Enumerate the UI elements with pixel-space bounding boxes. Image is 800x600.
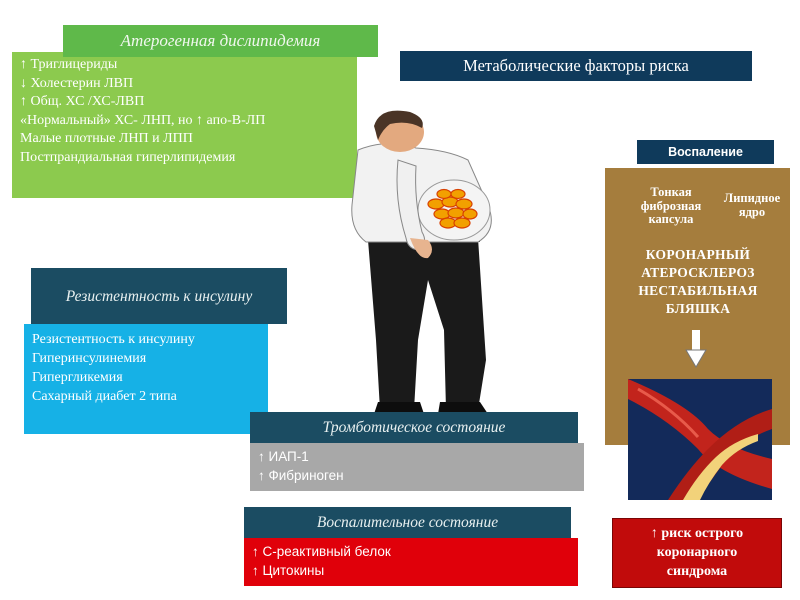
unstable-plaque-text: КОРОНАРНЫЙ АТЕРОСКЛЕРОЗ НЕСТАБИЛЬНАЯ БЛЯ… [612,246,784,318]
inflammatory-state-title: Воспалительное состояние [244,507,571,538]
dyslipidemia-item: ↑ Общ. ХС /ХС-ЛВП [20,94,145,109]
dyslipidemia-item: Малые плотные ЛНП и ЛПП [20,131,193,146]
insulin-item: Гиперинсулинемия [32,351,147,366]
insulin-item: Резистентность к инсулину [32,332,195,347]
thrombotic-state-title: Тромботическое состояние [250,412,578,443]
lipid-core-label: Липидное ядро [723,191,781,219]
obese-man-illustration [351,110,492,414]
dyslipidemia-item: ↑ Триглицериды [20,57,118,72]
insulin-item: Сахарный диабет 2 типа [32,389,177,404]
risk-line: коронарного [656,545,738,560]
metabolic-factors-title: Метаболические факторы риска [400,51,752,81]
thrombotic-state-panel: ↑ ИАП-1 ↑ Фибриноген [250,443,584,491]
plaque-line: АТЕРОСКЛЕРОЗ [641,265,755,280]
fibrous-cap-label: Тонкая фиброзная капсула [640,185,702,226]
insulin-item: Гипергликемия [32,370,123,385]
risk-line: ↑ риск острого [650,526,744,541]
risk-line: синдрома [666,564,728,579]
insulin-resistance-panel: Резистентность к инсулину Гиперинсулинем… [24,324,268,434]
dyslipidemia-title: Атерогенная дислипидемия [63,25,378,57]
coronary-vessel-illustration [628,379,772,500]
thrombotic-item: ↑ Фибриноген [258,468,344,483]
insulin-resistance-title: Резистентность к инсулину [31,268,287,324]
plaque-line: БЛЯШКА [665,301,731,316]
inflammation-tag: Воспаление [637,140,774,164]
plaque-line: НЕСТАБИЛЬНАЯ [638,283,758,298]
dyslipidemia-item: «Нормальный» ХС- ЛНП, но ↑ апо-В-ЛП [20,112,266,128]
plaque-line: КОРОНАРНЫЙ [645,247,751,262]
dyslipidemia-item: ↓ Холестерин ЛВП [20,75,134,91]
inflammatory-item: ↑ С-реактивный белок [252,544,391,559]
thrombotic-item: ↑ ИАП-1 [258,449,309,464]
inflammatory-state-panel: ↑ С-реактивный белок ↑ Цитокины [244,538,578,586]
down-arrow-icon [685,330,707,368]
dyslipidemia-panel: ↑ Триглицериды ↓ Холестерин ЛВП ↑ Общ. Х… [12,52,357,198]
inflammatory-item: ↑ Цитокины [252,563,325,578]
acute-coronary-risk-box: ↑ риск острого коронарного синдрома [612,518,782,588]
dyslipidemia-item: Постпрандиальная гиперлипидемия [20,149,236,165]
